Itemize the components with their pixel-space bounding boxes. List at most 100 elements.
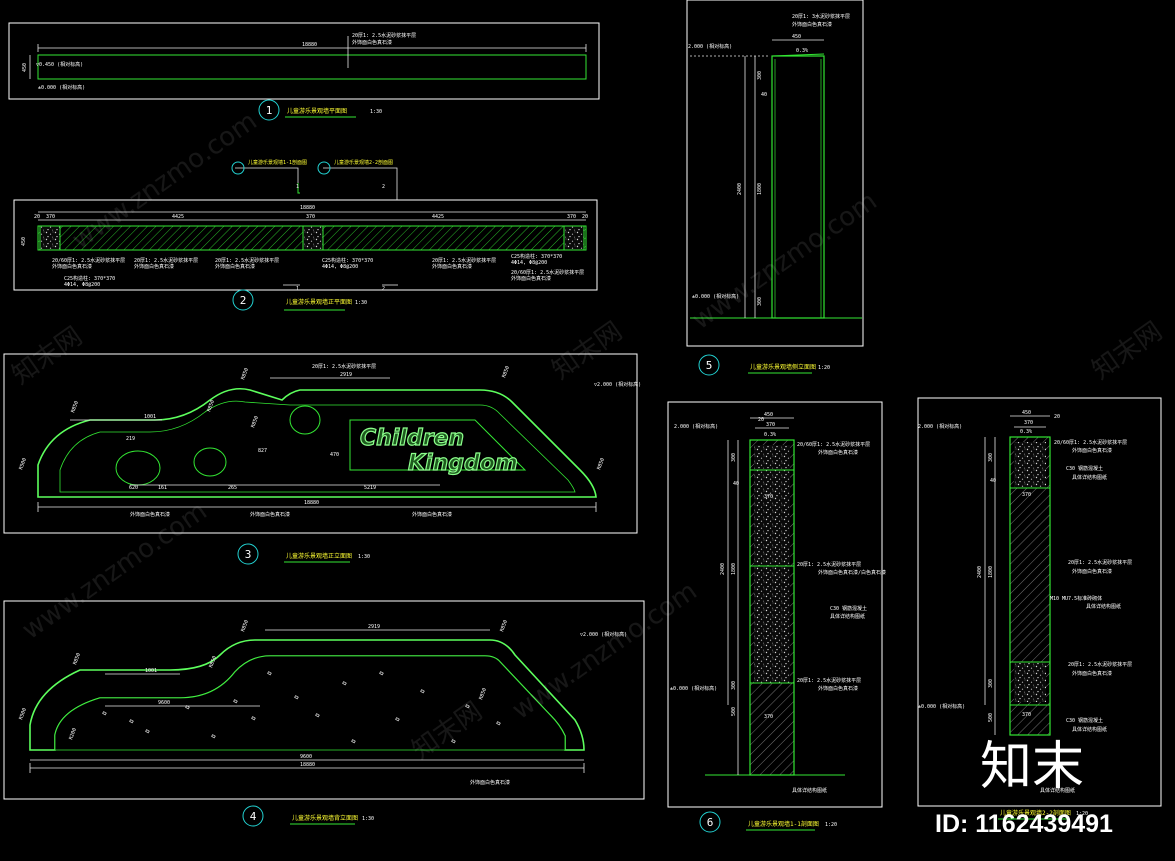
opening-1 <box>115 450 161 486</box>
s1-note: 20/60厚1: 2.5水泥砂浆抹平层 <box>797 441 870 448</box>
callout-1-text: 儿童游乐景观墙1-1剖面图 <box>248 159 307 166</box>
s1-dim: 300 <box>731 681 737 690</box>
sp-note: 外饰面白色真石漆 <box>134 263 174 270</box>
plan-side-dim: 450 <box>22 63 28 72</box>
front-radius: R850 <box>596 457 606 470</box>
view-3-frame <box>3 353 638 534</box>
front-radius: R850 <box>240 367 250 380</box>
s1-note: 外饰面白色真石漆 <box>818 449 858 456</box>
back-dots <box>102 671 501 744</box>
sp-seg: 370 <box>46 214 55 220</box>
view-2-section-plan: 18880 20 370 4425 370 4425 370 20 450 儿童… <box>13 159 598 311</box>
s2-note: 20厚1: 2.5水泥砂浆抹平层 <box>1068 661 1132 668</box>
sp-note: 20/60厚1: 2.5水泥砂浆抹平层 <box>511 269 584 276</box>
view-4-title: 儿童游乐景观墙背立面图 <box>292 814 358 822</box>
view-6-number-circle <box>699 811 721 833</box>
back-mid-dim: 9600 <box>158 700 170 706</box>
sp-note: C25构造柱: 370*370 <box>511 253 562 260</box>
view-3-front-elevation: Children Kingdom 18880 2919 5219 1001 82… <box>3 353 641 565</box>
sp-note: C25构造柱: 370*370 <box>64 275 115 282</box>
s2-elev-top: 2.000 (相对标高) <box>918 423 962 430</box>
wall-plan-outline <box>37 54 587 80</box>
side-dim: 300 <box>757 297 763 306</box>
side-elev-bot: ±0.000 (相对标高) <box>692 293 739 300</box>
view-3-title: 儿童游乐景观墙正立面图 <box>286 552 352 560</box>
sp-total: 18880 <box>300 205 315 211</box>
s2-note: 外饰面白色真石漆 <box>1072 670 1112 677</box>
s1-dim: 40 <box>733 481 739 487</box>
s1-dim: 500 <box>731 707 737 716</box>
s2-dim: 300 <box>988 679 994 688</box>
sp-seg: 20 <box>34 214 40 220</box>
view-5-title: 儿童游乐景观墙侧立面图 <box>750 363 816 371</box>
side-elev-top: 2.000 (相对标高) <box>688 43 732 50</box>
side-top-dim: 450 <box>792 34 801 40</box>
view-7-scale: 1:20 <box>1076 811 1088 817</box>
view-2-scale: 1:30 <box>355 300 367 306</box>
sp-note: 20厚1: 2.5水泥砂浆抹平层 <box>432 257 496 264</box>
s2-slope: 0.3% <box>1020 429 1032 435</box>
sign-text-children: Children <box>360 426 464 451</box>
front-small-dim: 219 <box>126 436 135 442</box>
s2-inner-b: 370 <box>1022 712 1031 718</box>
view-1-number: 1 <box>266 104 273 117</box>
view-2-number: 2 <box>240 294 247 307</box>
s2-edge: 20 <box>1054 414 1060 420</box>
front-radius: R850 <box>250 415 260 428</box>
front-radius: R850 <box>70 400 80 413</box>
s2-dim: 1800 <box>988 566 994 578</box>
s2-footer: 具体详结构图纸 <box>1040 787 1075 794</box>
s2-top: 450 <box>1022 410 1031 416</box>
sp-note: 20厚1: 2.5水泥砂浆抹平层 <box>215 257 279 264</box>
s1-dim: 300 <box>731 453 737 462</box>
view-4-scale: 1:30 <box>362 816 374 822</box>
s2-note: 外饰面白色真石漆 <box>1072 568 1112 575</box>
s1-elev-bot: ±0.000 (相对标高) <box>670 685 717 692</box>
back-radius: R200 <box>68 727 78 740</box>
side-dim: 1800 <box>757 183 763 195</box>
s1-note: 20厚1: 2.5水泥砂浆抹平层 <box>797 561 861 568</box>
view-6-number: 6 <box>707 816 714 829</box>
section-mark-2: 2 <box>382 184 385 190</box>
column-2 <box>302 225 324 251</box>
sp-notes: 20/60厚1: 2.5水泥砂浆抹平层 外饰面白色真石漆 C25构造柱: 370… <box>52 253 584 288</box>
view-2-number-circle <box>232 289 254 311</box>
watermark-brand: 知末网 <box>7 321 88 390</box>
view-5-scale: 1:20 <box>818 365 830 371</box>
side-dim: 300 <box>757 71 763 80</box>
plan-total-dim: 18880 <box>302 42 317 48</box>
sp-note: 4Φ14, Φ8@200 <box>322 264 358 270</box>
watermark-site: www.znzmo.com <box>687 186 883 336</box>
back-radius: R500 <box>18 707 28 720</box>
view-5-number-circle <box>698 354 720 376</box>
view-1-title: 儿童游乐景观墙平面图 <box>287 107 347 115</box>
s2-note: C30 钢筋混凝土 <box>1066 465 1103 472</box>
view-3-number-circle <box>237 543 259 565</box>
sp-side: 450 <box>21 237 27 246</box>
sp-note: C25构造柱: 370*370 <box>322 257 373 264</box>
side-slope: 0.3% <box>796 48 808 54</box>
sp-note: 20厚1: 2.5水泥砂浆抹平层 <box>134 257 198 264</box>
s1-note: 外饰面白色真石漆 <box>818 685 858 692</box>
sp-note: 20/60厚1: 2.5水泥砂浆抹平层 <box>52 257 125 264</box>
front-note: 外饰面白色真石漆 <box>130 511 170 518</box>
sign-text-kingdom: Kingdom <box>408 451 518 476</box>
section-mark-2b: 2 <box>382 286 385 292</box>
s2-note: 外饰面白色真石漆 <box>1072 447 1112 454</box>
view-1-plan: 18880 20厚1: 2.5水泥砂浆抹平层 外饰面白色真石漆 ▽0.450 (… <box>8 22 600 121</box>
callout-2-bubble <box>317 161 331 175</box>
section-mark-1b: 1 <box>296 286 299 292</box>
view-7-section-2-2: 450 370 20 0.3% 300 40 2400 1800 300 500… <box>917 397 1162 820</box>
front-bot-dim: 5219 <box>364 485 376 491</box>
s2-note: 20厚1: 2.5水泥砂浆抹平层 <box>1068 559 1132 566</box>
s2-elev-bot: ±0.000 (相对标高) <box>918 703 965 710</box>
side-dim: 40 <box>761 92 767 98</box>
column-1 <box>39 225 61 251</box>
front-small-dim: 265 <box>228 485 237 491</box>
side-note-1: 20厚1: 3水泥砂浆抹平层 <box>792 13 850 20</box>
watermark-site: www.znzmo.com <box>17 496 213 646</box>
view-5-frame <box>686 0 864 347</box>
sp-seg: 370 <box>567 214 576 220</box>
view-1-scale: 1:30 <box>370 109 382 115</box>
front-note: 20厚1: 2.5水泥砂浆抹平层 <box>312 363 376 370</box>
